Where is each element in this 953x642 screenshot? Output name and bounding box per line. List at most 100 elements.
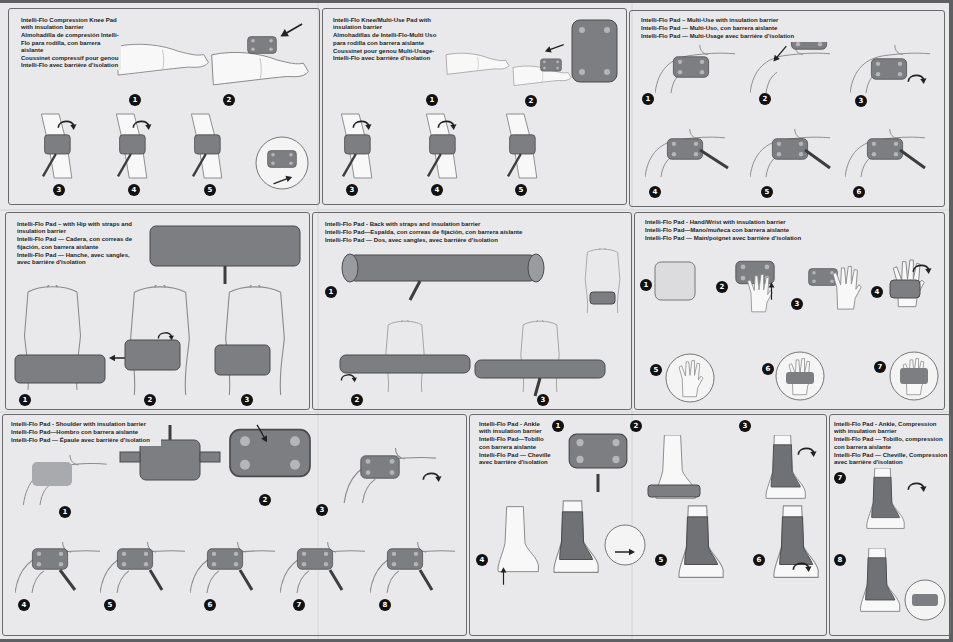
circle-shape [776,352,824,400]
callout-number: 2 [716,281,728,293]
circle-shape [604,27,610,33]
panel-title-text: Intelli-Flo Pad - Hand/Wrist with insula… [645,219,875,226]
kneewrap-figure [341,114,371,178]
instruction-panel: Intelli-Flo Pad – Multi-Use with insulat… [629,10,945,207]
circle-shape [605,525,645,565]
pad-figure [569,434,627,468]
torso-figure [226,284,285,395]
callout-number: 4 [431,184,443,196]
pad-figure [297,549,332,570]
hand-figure [833,266,861,309]
callout-number: 4 [649,186,661,198]
panel-heading: Intelli-Flo Pad - Shoulder with insulati… [11,421,161,446]
foot-figure [498,507,538,572]
arrow-figure [615,549,635,556]
paper-sheet [0,3,949,639]
curl-figure [341,375,357,382]
callout-number: 3 [316,504,328,516]
sleeve-figure [774,506,818,577]
callout-number: 2 [630,420,642,432]
shoulder-steps [15,423,455,593]
path-shape [597,474,600,492]
pad-figure [867,139,902,160]
callout-number: 5 [650,364,662,376]
pad-figure [673,57,708,78]
rect-shape [912,594,938,606]
circle-shape [905,580,945,620]
panel-title-text: Almohadillas de Intelli-Flo-Multi Uso pa… [333,32,438,46]
callout-number: 1 [19,394,31,406]
pad-figure [207,549,242,570]
rect-shape [120,452,140,462]
panel-title-text: Intelli-Flo Pad - Back with straps and i… [325,221,575,228]
arrow-figure [272,174,293,187]
callout-number: 1 [640,279,652,291]
instruction-panel: Intelli-Flo Compression Knee Pad with in… [8,8,320,205]
paper-fold [0,412,949,413]
panel-heading: Intelli-Flo Knee/Multi-Use Pad with insu… [333,17,438,63]
rect-shape [345,255,540,281]
shoulder-figure [750,45,830,93]
rect-shape [900,368,928,384]
panel-title-text: Intelli-Flo Pad—Tobillo con barrera aisl… [479,436,551,450]
panel-heading: Intelli-Flo Pad - Hand/Wrist with insula… [645,219,875,244]
rect-shape [475,360,605,378]
curl-figure [158,333,174,340]
pad-figure [809,269,838,286]
path-shape [60,570,432,590]
circle-shape [579,69,585,75]
circle-shape [666,354,714,402]
callout-number: 3 [53,184,65,196]
callout-number: 3 [346,184,358,196]
torso-figure [131,284,190,395]
callout-number: 4 [128,184,140,196]
shoulder-figure [280,542,365,593]
panel-title-text: Intelli-Flo Pad — Cheville avec barrière… [479,452,551,466]
panel-heading: Intelli-Flo Pad - Ankle with insulation … [479,421,551,467]
instruction-panel: Intelli-Flo Knee/Multi-Use Pad with insu… [322,8,627,205]
callout-number: 4 [871,286,883,298]
curl-figure [913,265,931,274]
path-shape [410,281,420,300]
kneewrap-figure [116,114,146,178]
ellipse-shape [342,254,358,282]
paper-fold [318,3,319,639]
panel-title-text: Intelli-Flo Pad — Cheville, Compression … [834,452,949,466]
sleeve-figure [679,506,723,577]
callout-number: 4 [476,554,488,566]
panel-title-text: Intelli-Flo Compression Knee Pad with in… [21,17,121,31]
panel-title-text: Intelli-Flo Pad — Multi-Uso, con barrera… [641,25,841,32]
callout-number: 5 [204,184,216,196]
callout-number: 3 [739,420,751,432]
shoulder-figure [850,45,930,93]
circle-shape [890,352,938,400]
pad-figure [387,549,422,570]
instruction-panel: Intelli-Flo Pad - Ankle with insulation … [469,414,827,636]
panel-heading: Intelli-Flo Pad – Multi-Use with insulat… [641,17,841,42]
panel-title-text: Intelli-Flo Pad — Cadera, con correas de… [17,236,142,250]
callout-number: 2 [525,95,537,107]
kneewrap-figure [191,114,221,178]
sleeve-figure [867,468,904,528]
panel-title-text: Intelli-Flo Knee/Multi-Use Pad with insu… [333,17,438,31]
callout-number: 4 [18,599,30,611]
callout-number: 5 [761,186,773,198]
kneewrap-figure [41,114,71,178]
pad-figure [540,59,561,71]
pad-figure [32,549,67,570]
callout-number: 1 [642,93,654,105]
rect-shape [786,372,814,384]
callout-number: 2 [351,394,363,406]
rect-shape [150,226,300,266]
rect-shape [890,280,920,298]
instruction-panel: Intelli-Flo Pad - Ankle, Compression wit… [829,414,951,636]
rect-shape [572,20,617,82]
panel-title-text: Intelli-Flo Pad — Tobillo, compression c… [834,436,949,450]
callout-number: 8 [834,554,846,566]
arrow-figure [501,567,507,585]
panel-title-text: Coussinet compressif pour genou Intelli-… [21,55,121,69]
callout-number: 2 [759,93,771,105]
rect-shape [15,355,105,383]
arrow-figure [771,44,789,64]
